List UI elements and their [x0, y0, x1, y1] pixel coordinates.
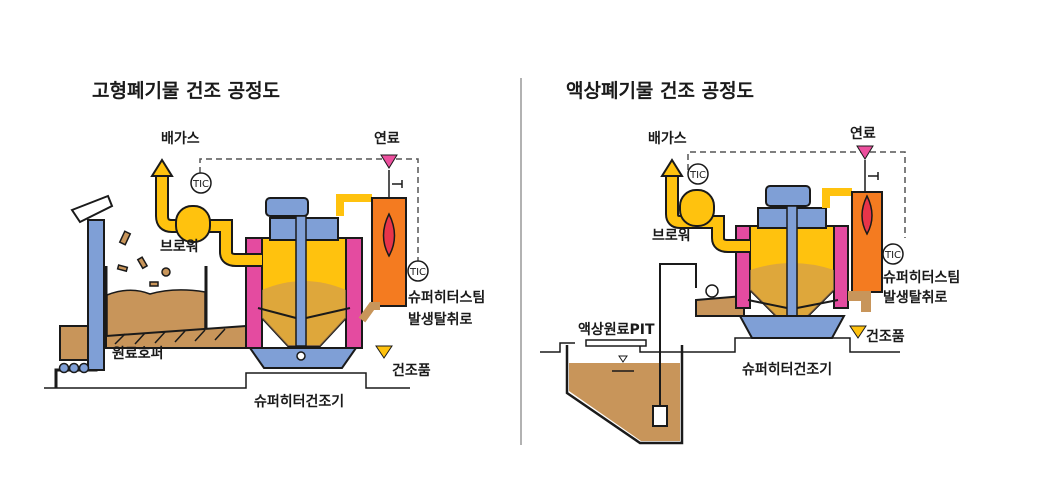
elevator-chute	[70, 194, 114, 224]
exhaust-duct	[157, 176, 262, 265]
feed-pipe	[659, 263, 697, 406]
screw-flights	[114, 328, 226, 345]
dryer-jacket-right	[833, 225, 849, 309]
dryer-shaft	[786, 205, 798, 317]
blower-housing	[175, 205, 211, 243]
dryer-paddles	[257, 307, 351, 319]
level-indicator-icon	[618, 355, 628, 363]
blower-label: 브로워	[160, 239, 199, 255]
outlet-valve	[296, 351, 306, 361]
feed-pump-icon	[705, 284, 719, 298]
flame-icon	[861, 194, 873, 236]
exhaust-label: 배가스	[161, 131, 200, 147]
dryer-jacket-left	[735, 225, 751, 309]
dryer-shaft	[295, 215, 307, 347]
tic-side-label: TIC	[409, 267, 426, 278]
discharge-chute	[848, 291, 871, 312]
hopper-label: 원료호퍼	[112, 346, 164, 362]
hopper-material	[106, 289, 206, 339]
tic-top-label: TIC	[192, 179, 209, 190]
blower-label: 브로워	[652, 228, 691, 244]
tic-top-circle	[190, 172, 212, 194]
exhaust-arrow	[150, 158, 174, 177]
pit-liquid	[569, 363, 680, 441]
furnace-label-2: 발생탈취로	[883, 289, 948, 306]
fuel-valve-icon	[392, 180, 403, 188]
furnace-label-1: 슈퍼히터스팀	[883, 269, 960, 286]
feed-container	[59, 325, 89, 361]
product-arrow	[375, 345, 393, 359]
tic-top-label: TIC	[689, 170, 706, 181]
dryer-motor	[765, 185, 811, 207]
exhaust-duct	[667, 176, 750, 251]
product-label: 건조품	[392, 362, 431, 379]
ground-line	[44, 372, 410, 389]
solid-waste-panel: 고형폐기물 건조 공정도	[44, 80, 485, 410]
dryer-label: 슈퍼히터건조기	[742, 361, 832, 378]
control-signal-line	[199, 158, 419, 270]
dryer-paddles	[747, 299, 839, 309]
liquid-waste-title: 액상폐기물 건조 공정도	[566, 80, 754, 102]
fuel-label: 연료	[374, 131, 400, 147]
dryer-motor	[265, 197, 309, 217]
tic-side-circle	[882, 243, 904, 265]
furnace-label-2: 발생탈취로	[408, 311, 473, 328]
dryer-base	[738, 315, 846, 339]
flame-icon	[382, 212, 396, 258]
product-label: 건조품	[866, 328, 905, 345]
fuel-label: 연료	[850, 126, 876, 142]
pit-walls	[565, 345, 684, 445]
discharge-chute	[358, 302, 380, 323]
tic-side-label: TIC	[884, 250, 901, 261]
exhaust-arrow	[660, 158, 684, 177]
exhaust-label: 배가스	[648, 131, 687, 147]
pit-cover	[585, 339, 647, 347]
steam-return-pipe	[336, 194, 372, 216]
pit-pump	[652, 405, 668, 427]
furnace-label-1: 슈퍼히터스팀	[408, 289, 485, 306]
tic-side-circle	[407, 260, 429, 282]
product-arrow	[849, 325, 867, 339]
fuel-arrow	[856, 145, 874, 160]
falling-debris	[116, 230, 171, 287]
solid-waste-title: 고형폐기물 건조 공정도	[92, 80, 280, 102]
bucket-elevator	[87, 219, 105, 371]
fuel-valve-icon	[868, 172, 879, 180]
roller-icons	[58, 362, 90, 374]
pit-label: 액상원료PIT	[578, 321, 655, 338]
steam-return-pipe	[822, 188, 852, 208]
dryer-label: 슈퍼히터건조기	[254, 393, 344, 410]
liquid-waste-panel: 액상폐기물 건조 공정도 TIC	[540, 80, 960, 445]
fuel-arrow	[380, 154, 398, 169]
dryer-jacket-right	[345, 237, 363, 349]
blower-housing	[679, 189, 715, 227]
tic-top-circle	[687, 163, 709, 185]
